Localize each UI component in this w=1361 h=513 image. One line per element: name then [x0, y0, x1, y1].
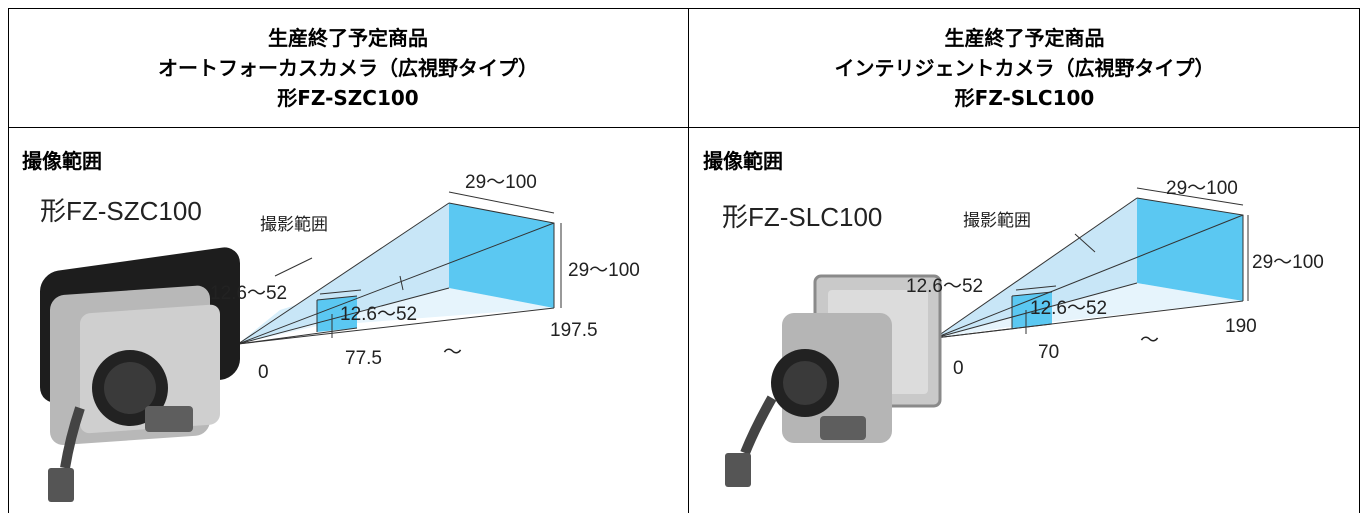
near-height-label: 12.6～52 [340, 304, 417, 325]
product-name: オートフォーカスカメラ（広視野タイプ） [158, 55, 538, 80]
header-cell-szc100: 生産終了予定商品 オートフォーカスカメラ（広視野タイプ） 形FZ-SZC100 [8, 8, 688, 127]
view-rays [237, 202, 555, 345]
far-plane [449, 203, 554, 308]
model-number: 形FZ-SLC100 [954, 85, 1095, 110]
near-plane [317, 296, 357, 332]
dimension-marks [274, 191, 562, 338]
model-label: 形FZ-SLC100 [722, 202, 882, 232]
far-height-label: 29～100 [568, 260, 640, 281]
far-distance-label: 190 [1225, 316, 1257, 337]
origin-label: 0 [258, 362, 269, 383]
dimension-marks [1015, 187, 1249, 334]
range-label: 撮影範囲 [963, 211, 1031, 230]
imaging-range-diagram-slc100: 形FZ-SLC100 撮影範囲 29～100 29～100 12.6～52 12… [722, 178, 1324, 487]
frustum-bottom-face [238, 288, 554, 344]
tilde-label: ～ [443, 342, 462, 363]
near-distance-label: 70 [1038, 342, 1059, 363]
view-rays [934, 197, 1244, 339]
section-title-imaging-range: 撮像範囲 [22, 149, 102, 173]
near-distance-label: 77.5 [345, 348, 382, 369]
column-divider [688, 8, 689, 513]
header-divider [8, 127, 1360, 128]
near-plane [1012, 292, 1052, 328]
far-plane [1137, 198, 1243, 301]
far-height-label: 29～100 [1252, 252, 1324, 273]
camera-icon [725, 274, 942, 487]
far-width-label: 29～100 [465, 172, 537, 193]
near-height-label: 12.6～52 [1030, 298, 1107, 319]
near-width-label: 12.6～52 [210, 283, 287, 304]
tilde-label: ～ [1140, 330, 1159, 351]
imaging-range-diagram-szc100: 形FZ-SZC100 撮影範囲 29～100 29～100 12.6～52 12… [40, 172, 640, 502]
section-title-imaging-range: 撮像範囲 [703, 149, 783, 173]
comparison-table [8, 8, 1360, 513]
model-number: 形FZ-SZC100 [277, 85, 419, 110]
camera-icon [40, 247, 240, 502]
status-label: 生産終了予定商品 [944, 25, 1105, 50]
far-width-label: 29～100 [1166, 178, 1238, 199]
range-label: 撮影範囲 [260, 215, 328, 234]
header-cell-slc100: 生産終了予定商品 インテリジェントカメラ（広視野タイプ） 形FZ-SLC100 [689, 8, 1360, 127]
far-distance-label: 197.5 [550, 320, 598, 341]
status-label: 生産終了予定商品 [268, 25, 428, 50]
model-label: 形FZ-SZC100 [40, 196, 202, 226]
product-name: インテリジェントカメラ（広視野タイプ） [834, 55, 1215, 80]
origin-label: 0 [953, 358, 964, 379]
near-width-label: 12.6～52 [906, 276, 983, 297]
